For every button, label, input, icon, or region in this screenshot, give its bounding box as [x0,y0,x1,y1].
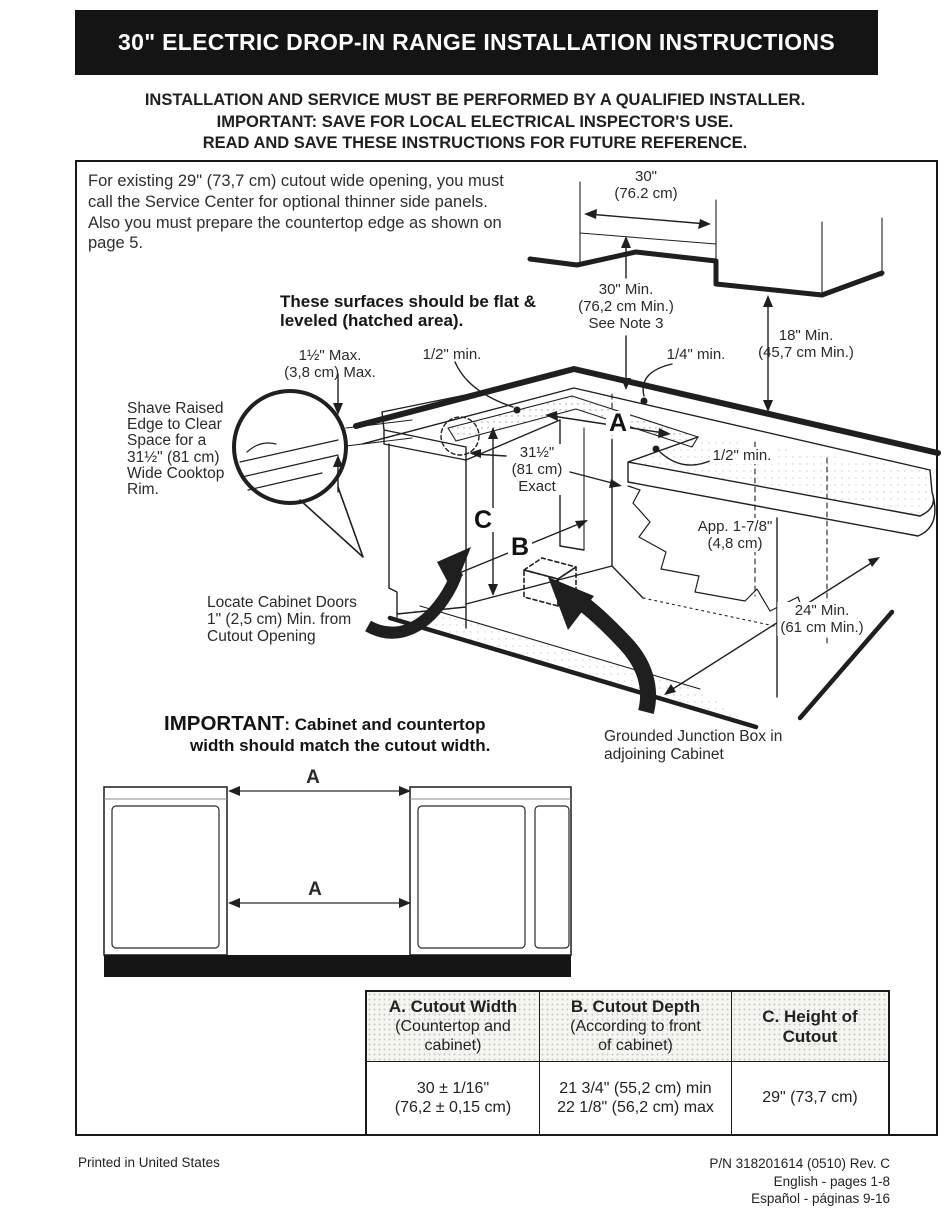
dim-half-min-left-label: 1/2" min. [422,346,482,363]
cabinet-doors-note: Locate Cabinet Doors 1" (2,5 cm) Min. fr… [207,594,357,645]
dim-24-min-label: 24" Min. (61 cm Min.) [777,602,867,636]
notice-block: INSTALLATION AND SERVICE MUST BE PERFORM… [0,90,950,155]
dim-31-5-exact-label: 31½" (81 cm) Exact [508,444,566,495]
important-keyword: IMPORTANT [164,712,285,735]
notice-line: READ AND SAVE THESE INSTRUCTIONS FOR FUT… [202,134,748,152]
label-a: A [605,411,631,436]
junction-box-note: Grounded Junction Box in adjoining Cabin… [604,728,783,763]
surfaces-note: These surfaces should be flat & leveled … [280,292,537,330]
dim-30-min-label: 30" Min. (76,2 cm Min.) See Note 3 [575,281,677,332]
spec-value-cutout-width: 30 ± 1/16" (76,2 ± 0,15 cm) [367,1062,540,1134]
dim-18-min-label: 18" Min.(45,7 cm Min.) [758,327,854,361]
spec-header-cutout-depth: B. Cutout Depth (According to front of c… [540,992,732,1062]
label-b: B [507,535,533,560]
intro-paragraph: For existing 29" (73,7 cm) cutout wide o… [88,172,504,253]
dim-1-5-max-label: 1½" Max.(3,8 cm) Max. [284,347,376,381]
important-note: IMPORTANT: Cabinet and countertop width … [164,712,491,755]
spec-header-cutout-width: A. Cutout Width (Countertop and cabinet) [367,992,540,1062]
spec-value-cutout-height: 29" (73,7 cm) [762,1089,858,1107]
lower-label-a-top: A [306,767,320,788]
dim-30-label: 30"(76.2 cm) [614,168,678,202]
spec-header-cutout-height: C. Height of Cutout [732,992,888,1062]
dim-app-label: App. 1-7/8" (4,8 cm) [694,518,776,552]
title-bar: 30" ELECTRIC DROP-IN RANGE INSTALLATION … [75,10,878,75]
footer-part-info: P/N 318201614 (0510) Rev. C English - pa… [709,1155,890,1208]
dim-quarter-min-label: 1/4" min. [666,346,726,363]
page-title: 30" ELECTRIC DROP-IN RANGE INSTALLATION … [118,29,835,55]
spec-value-cutout-depth: 21 3/4" (55,2 cm) min 22 1/8" (56,2 cm) … [540,1062,732,1134]
notice-line: IMPORTANT: SAVE FOR LOCAL ELECTRICAL INS… [216,112,734,131]
notice-line: INSTALLATION AND SERVICE MUST BE PERFORM… [144,91,806,109]
label-c: C [470,508,496,533]
lower-label-a-mid: A [308,879,322,900]
footer-english-pages: English - pages 1-8 [773,1173,890,1189]
footer-spanish-pages: Español - páginas 9-16 [751,1191,890,1206]
dim-half-min-right-label: 1/2" min. [709,447,775,464]
footer-part-number: P/N 318201614 (0510) Rev. C [709,1156,890,1171]
spec-table: A. Cutout Width (Countertop and cabinet)… [365,990,890,1136]
footer-printed-in: Printed in United States [78,1155,220,1170]
